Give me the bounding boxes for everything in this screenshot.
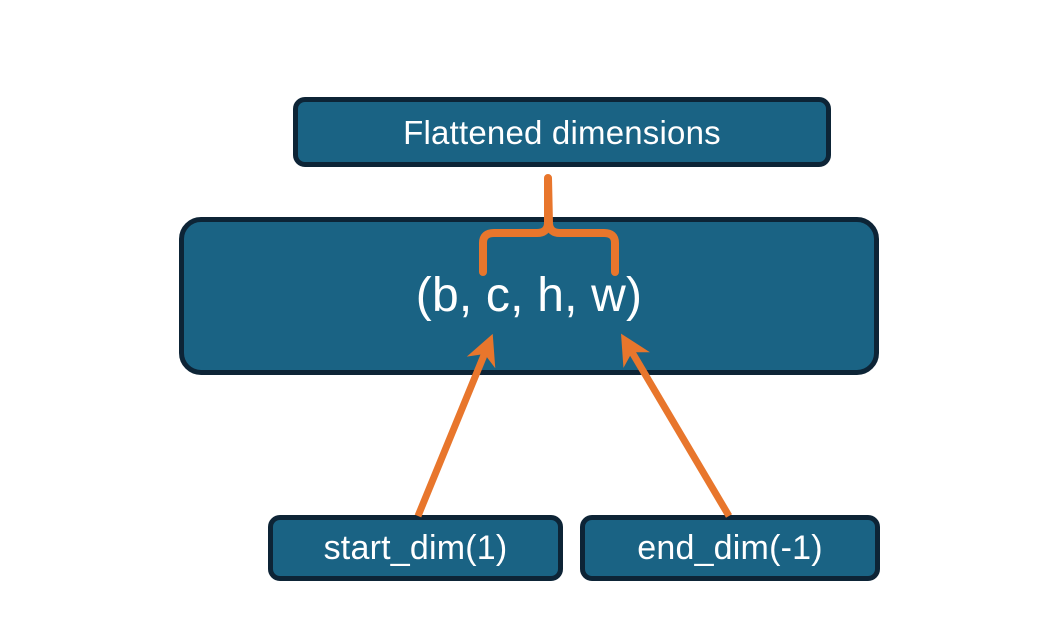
flattened-dimensions-label: Flattened dimensions — [403, 113, 721, 151]
start-dim-label: start_dim(1) — [323, 529, 508, 567]
tensor-shape-label: (b, c, h, w) — [415, 269, 643, 322]
start-dim-box: start_dim(1) — [268, 515, 563, 581]
end-dim-box: end_dim(-1) — [580, 515, 880, 581]
end-dim-label: end_dim(-1) — [637, 529, 823, 567]
flattened-dimensions-box: Flattened dimensions — [293, 97, 831, 167]
tensor-shape-box: (b, c, h, w) — [179, 217, 879, 375]
